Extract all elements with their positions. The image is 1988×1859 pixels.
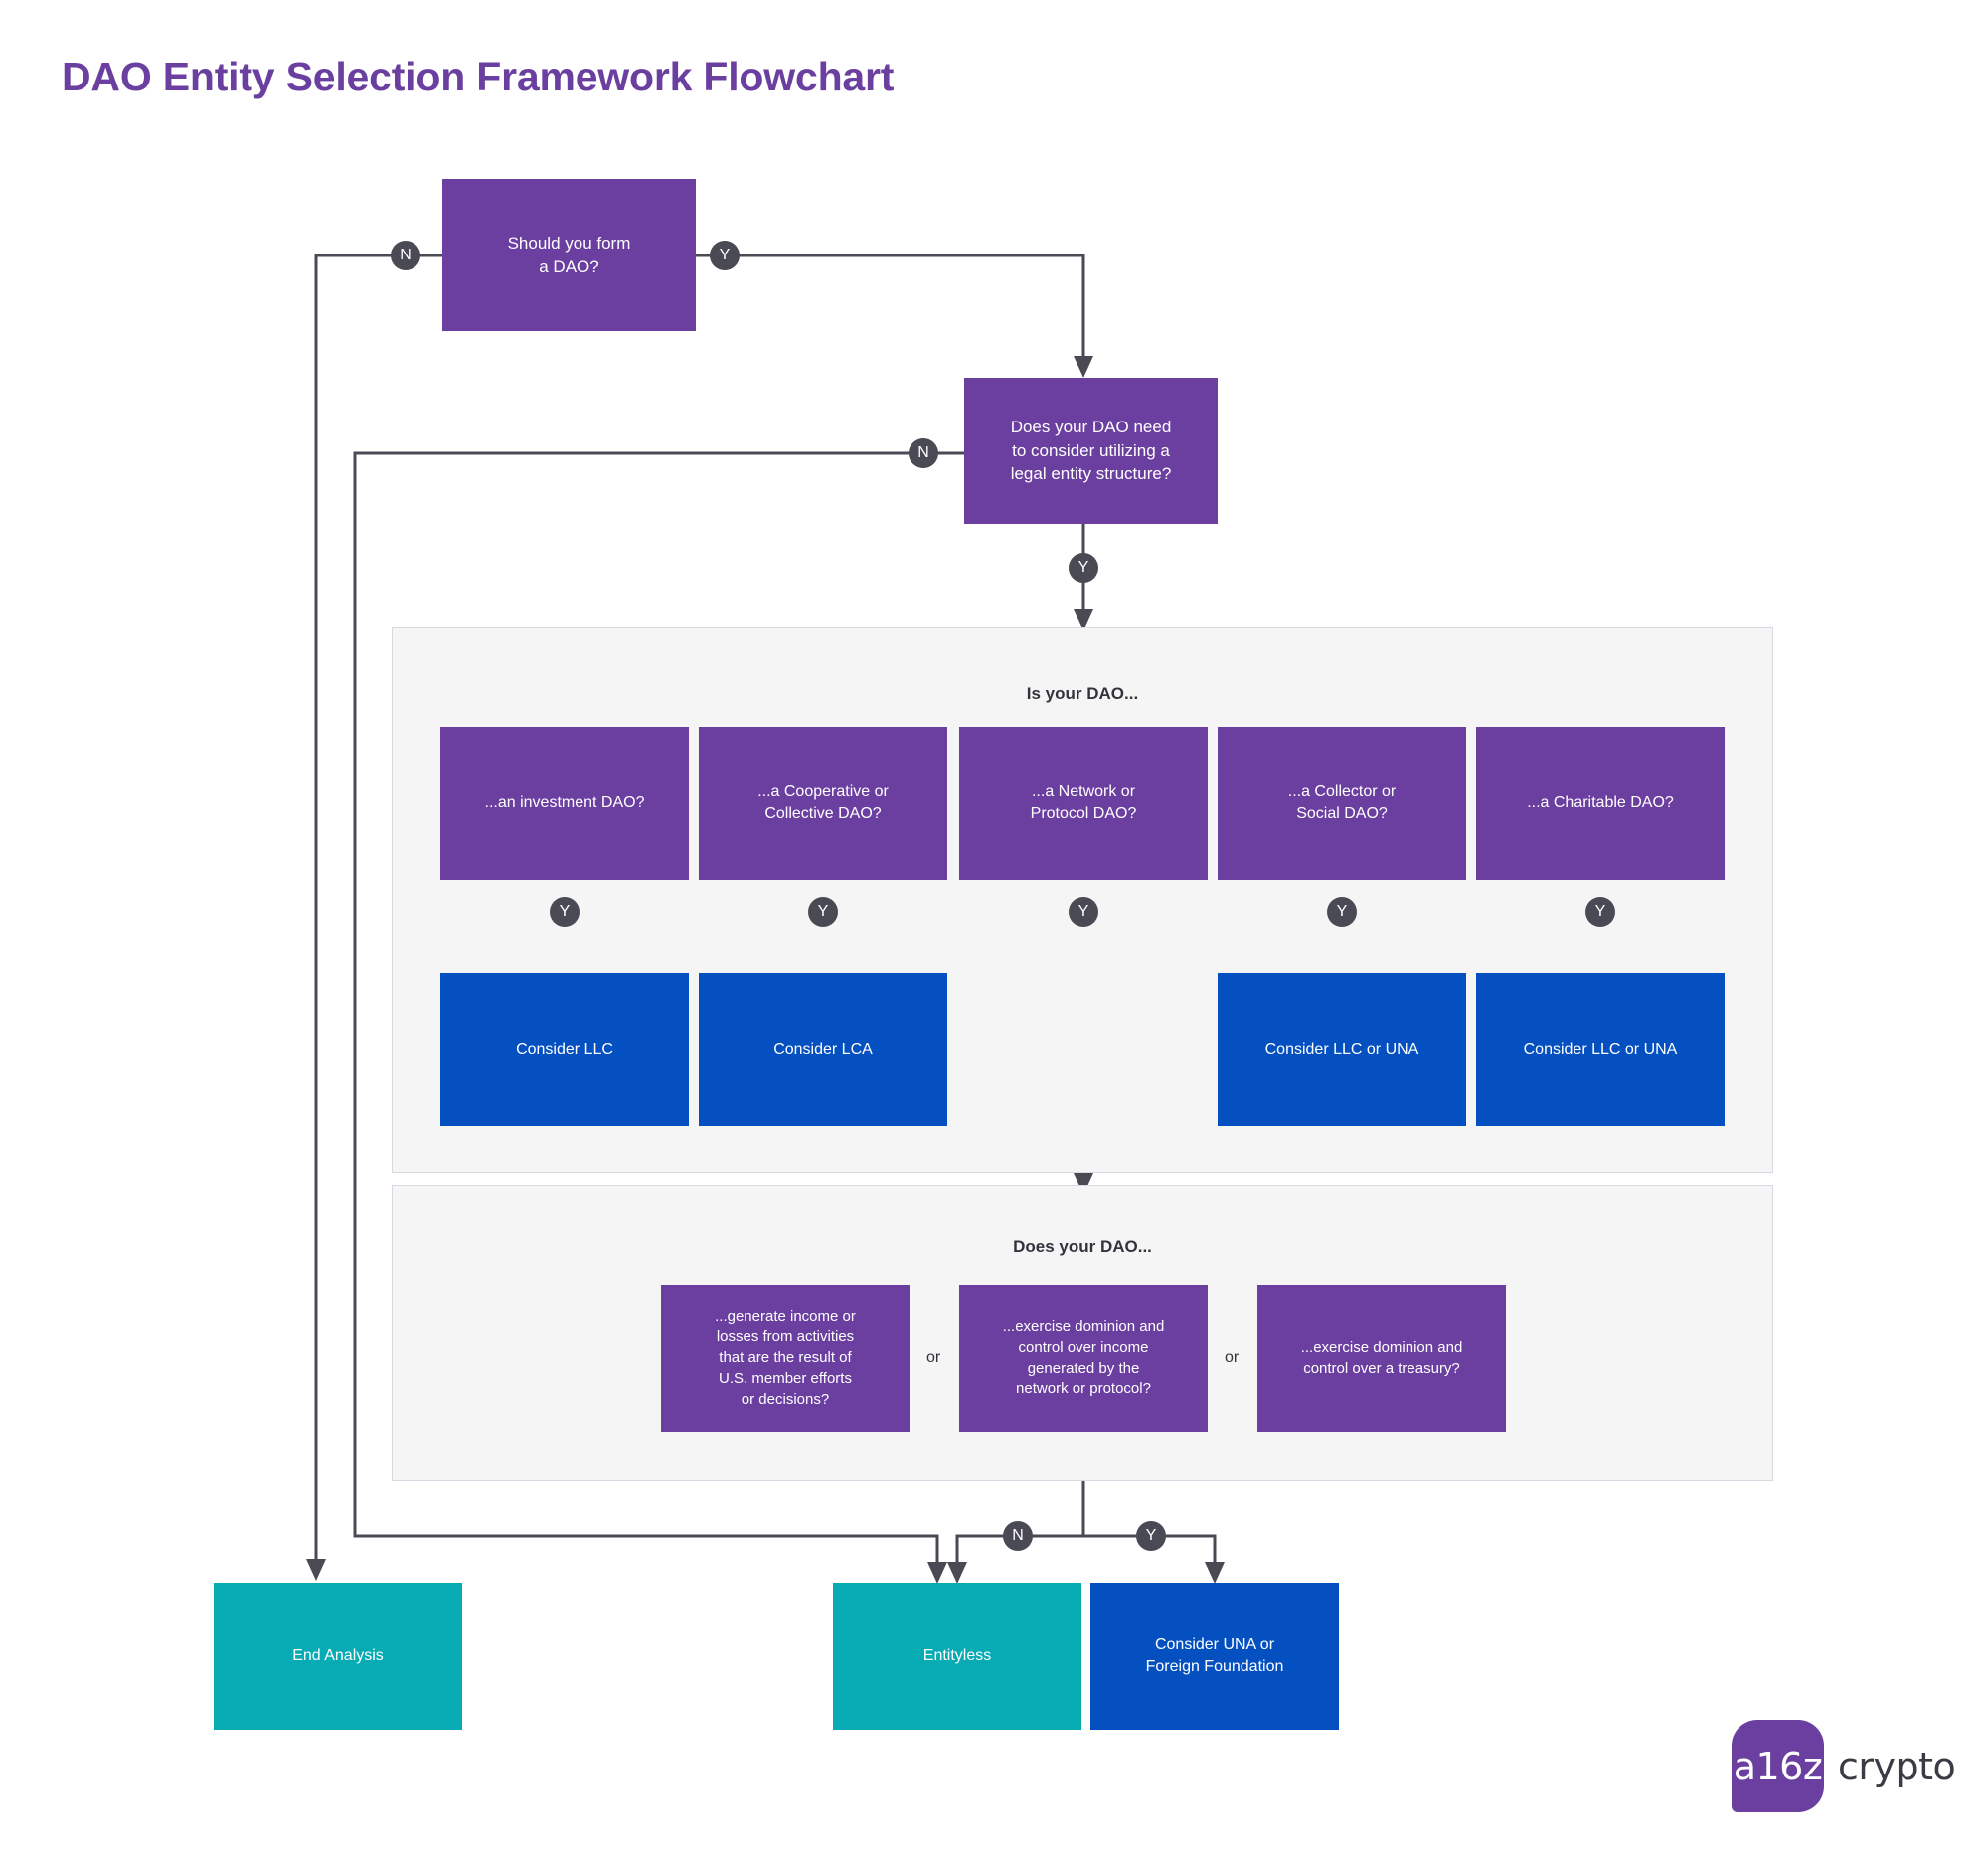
badge-legal-entity-no-label: N	[917, 444, 929, 461]
or-separator-2: or	[1225, 1349, 1240, 1366]
badge-cooperative-yes-label: Y	[817, 903, 829, 920]
node-legal-entity-structure-label: Does your DAO need to consider utilizing…	[1010, 418, 1172, 484]
node-dominion-income[interactable]: ...exercise dominion and control over in…	[959, 1285, 1208, 1432]
node-cooperative-dao-label: ...a Cooperative or Collective DAO?	[757, 782, 889, 822]
node-entityless-label: Entityless	[922, 1646, 992, 1664]
node-end-analysis[interactable]: End Analysis	[214, 1583, 462, 1730]
node-should-form-dao[interactable]: Should you form a DAO?	[442, 179, 696, 331]
node-network-dao-label: ...a Network or Protocol DAO?	[1030, 782, 1137, 822]
crypto-logo-word: crypto	[1838, 1744, 1956, 1788]
node-consider-llc-una-charitable[interactable]: Consider LLC or UNA	[1476, 973, 1725, 1126]
badge-investment-yes-label: Y	[559, 903, 571, 920]
badge-form-dao-yes: Y	[710, 241, 740, 270]
badge-legal-entity-yes: Y	[1069, 553, 1098, 583]
node-collector-dao[interactable]: ...a Collector or Social DAO?	[1218, 727, 1466, 880]
node-generate-income-label: ...generate income or losses from activi…	[715, 1307, 856, 1408]
badge-legal-entity-no: N	[909, 438, 938, 468]
node-consider-llc-label: Consider LLC	[516, 1040, 613, 1058]
node-charitable-dao-label: ...a Charitable DAO?	[1527, 793, 1674, 811]
node-consider-una-foreign-foundation-label: Consider UNA or Foreign Foundation	[1145, 1635, 1284, 1675]
node-legal-entity-structure[interactable]: Does your DAO need to consider utilizing…	[964, 378, 1218, 524]
node-consider-lca-label: Consider LCA	[773, 1040, 873, 1058]
node-consider-una-foreign-foundation[interactable]: Consider UNA or Foreign Foundation	[1090, 1583, 1339, 1730]
badge-collector-yes: Y	[1327, 897, 1357, 927]
badge-cooperative-yes: Y	[808, 897, 838, 927]
node-charitable-dao[interactable]: ...a Charitable DAO?	[1476, 727, 1725, 880]
badge-dominion-yes-label: Y	[1145, 1527, 1157, 1544]
badge-collector-yes-label: Y	[1336, 903, 1348, 920]
panel-does-your-dao-title: Does your DAO...	[1013, 1237, 1152, 1256]
badge-network-yes: Y	[1069, 897, 1098, 927]
badge-dominion-no: N	[1003, 1521, 1033, 1551]
page-title: DAO Entity Selection Framework Flowchart	[62, 54, 895, 99]
badge-charitable-yes-label: Y	[1594, 903, 1606, 920]
node-dominion-treasury[interactable]: ...exercise dominion and control over a …	[1257, 1285, 1506, 1432]
badge-charitable-yes: Y	[1585, 897, 1615, 927]
node-consider-llc-una-collector-label: Consider LLC or UNA	[1264, 1040, 1419, 1058]
badge-investment-yes: Y	[550, 897, 580, 927]
node-consider-llc-una-collector[interactable]: Consider LLC or UNA	[1218, 973, 1466, 1126]
node-entityless[interactable]: Entityless	[833, 1583, 1081, 1730]
badge-form-dao-no-label: N	[400, 247, 412, 263]
node-end-analysis-label: End Analysis	[292, 1646, 384, 1664]
badge-form-dao-yes-label: Y	[719, 247, 731, 263]
node-consider-llc-una-charitable-label: Consider LLC or UNA	[1523, 1040, 1678, 1058]
node-consider-lca[interactable]: Consider LCA	[699, 973, 947, 1126]
or-separator-1: or	[926, 1349, 941, 1366]
node-generate-income[interactable]: ...generate income or losses from activi…	[661, 1285, 910, 1432]
badge-form-dao-no: N	[391, 241, 420, 270]
node-should-form-dao-label: Should you form a DAO?	[507, 234, 631, 276]
a16z-crypto-logo: a16z crypto	[1732, 1720, 1956, 1812]
node-cooperative-dao[interactable]: ...a Cooperative or Collective DAO?	[699, 727, 947, 880]
node-network-dao[interactable]: ...a Network or Protocol DAO?	[959, 727, 1208, 880]
node-consider-llc[interactable]: Consider LLC	[440, 973, 689, 1126]
badge-network-yes-label: Y	[1077, 903, 1089, 920]
panel-is-your-dao-title: Is your DAO...	[1026, 684, 1139, 703]
node-dominion-treasury-label: ...exercise dominion and control over a …	[1300, 1338, 1463, 1377]
badge-dominion-yes: Y	[1136, 1521, 1166, 1551]
wire-form-dao-yes	[696, 254, 1093, 378]
node-collector-dao-label: ...a Collector or Social DAO?	[1287, 782, 1397, 822]
node-investment-dao[interactable]: ...an investment DAO?	[440, 727, 689, 880]
a16z-logo-mark: a16z	[1732, 1720, 1824, 1812]
badge-dominion-no-label: N	[1012, 1527, 1024, 1544]
node-investment-dao-label: ...an investment DAO?	[484, 793, 645, 811]
badge-legal-entity-yes-label: Y	[1077, 559, 1089, 576]
node-dominion-income-label: ...exercise dominion and control over in…	[1002, 1318, 1165, 1398]
